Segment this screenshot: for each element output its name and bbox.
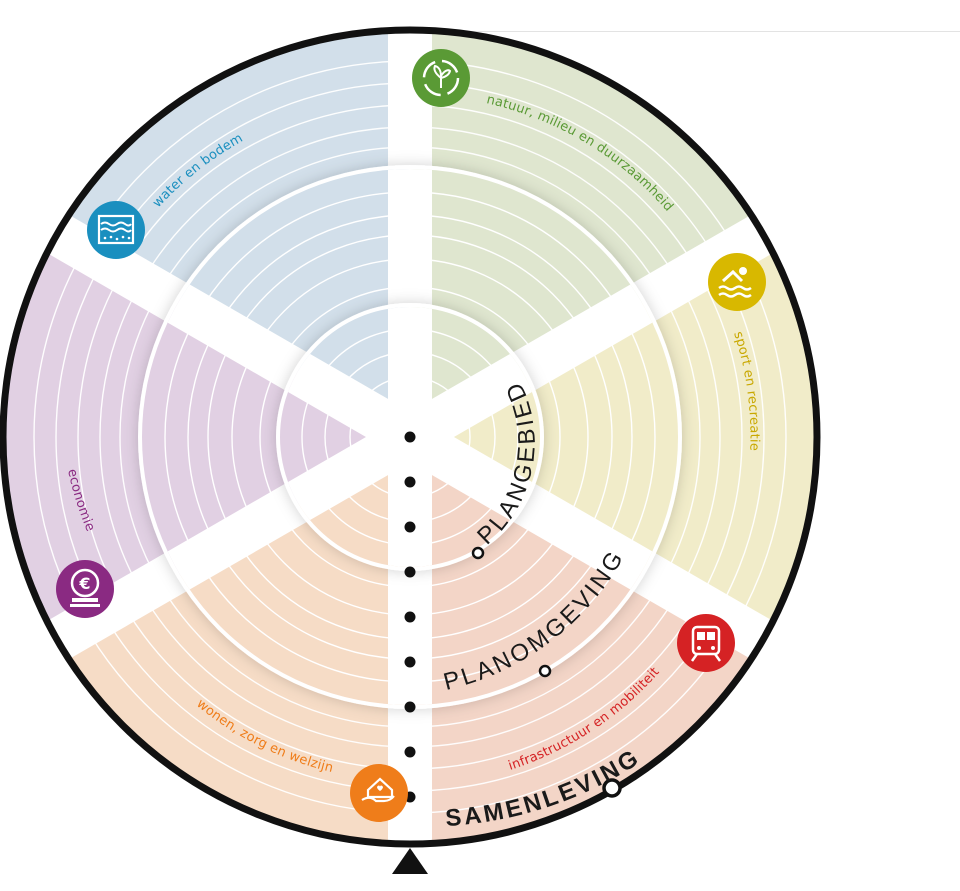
hand-house-icon (350, 764, 408, 822)
center-dot-axis (404, 431, 416, 803)
svg-text:€: € (78, 574, 90, 593)
header-divider (430, 31, 960, 32)
outer-rim (0, 26, 821, 848)
pointer-triangle (392, 848, 428, 874)
samenleving-marker (602, 778, 622, 798)
train-icon (677, 614, 735, 672)
water-soil-icon (87, 201, 145, 259)
swimmer-icon (708, 253, 766, 311)
planomgeving-marker (538, 664, 552, 678)
euro-coin-icon: € (56, 560, 114, 618)
recycle-plant-icon (412, 49, 470, 107)
plangebied-marker (471, 546, 485, 560)
